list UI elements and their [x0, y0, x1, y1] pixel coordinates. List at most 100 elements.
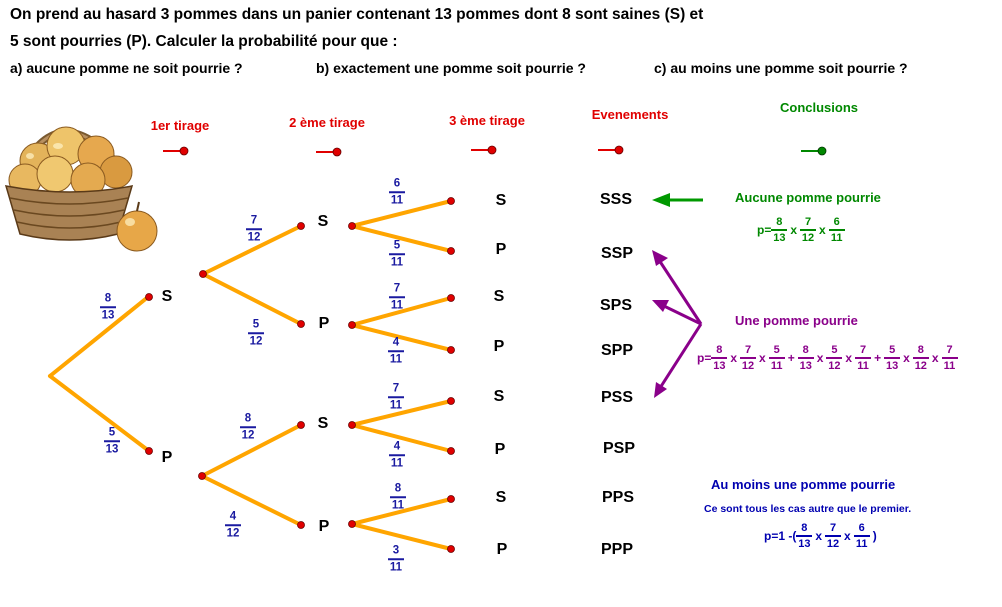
- event-pss: PSS: [600, 389, 634, 406]
- column-header-tirage2: 2 ème tirage: [289, 115, 365, 130]
- tree-node-dot: [348, 321, 356, 329]
- node-label-level3-1: P: [495, 241, 507, 258]
- node-label-level2-3: P: [318, 518, 330, 535]
- apple-basket-illustration: [4, 126, 158, 252]
- arrow-aucune: [652, 193, 703, 207]
- branch-level3-7: [350, 522, 453, 551]
- branch-level2-1: [201, 272, 303, 326]
- tree-node-dot: [447, 397, 455, 405]
- node-label-level3-7: P: [496, 541, 508, 558]
- branch-level3-0: [350, 199, 453, 228]
- branch-level1-P: [48, 374, 151, 453]
- branch-level2-3: [200, 474, 303, 527]
- conclusion-au-moins-subtitle: Ce sont tous les cas autre que le premie…: [704, 503, 912, 515]
- question-c: c) au moins une pomme soit pourrie ?: [654, 60, 908, 76]
- tree-node-dot: [297, 320, 305, 328]
- tree-node-dot: [297, 222, 305, 230]
- question-a: a) aucune pomme ne soit pourrie ?: [10, 60, 243, 76]
- tree-node-dot: [447, 495, 455, 503]
- node-label-level3-3: P: [493, 338, 505, 355]
- tree-node-dot: [297, 421, 305, 429]
- branch-level3-2: [350, 296, 453, 327]
- tree-node-dot: [447, 545, 455, 553]
- event-pps: PPS: [601, 489, 635, 506]
- branch-level3-1: [350, 224, 453, 253]
- column-header-evenements: Evenements: [591, 107, 669, 122]
- tree-node-dot: [447, 346, 455, 354]
- event-spp: SPP: [600, 342, 634, 359]
- branch-level2-0: [201, 224, 303, 276]
- tree-node-dot: [145, 293, 153, 301]
- event-ppp: PPP: [600, 541, 634, 558]
- tree-node-dot: [348, 222, 356, 230]
- tree-node-dot: [447, 247, 455, 255]
- problem-statement-line2: 5 sont pourries (P). Calculer la probabi…: [10, 33, 398, 50]
- branch-level3-6: [350, 497, 453, 526]
- event-psp: PSP: [602, 440, 636, 457]
- node-label-level2-2: S: [317, 415, 329, 432]
- branch-level3-4: [350, 399, 453, 427]
- tree-node-dot: [199, 270, 207, 278]
- column-header-tirage1: 1er tirage: [150, 118, 210, 133]
- node-label-level3-6: S: [495, 489, 507, 506]
- event-sss: SSS: [599, 191, 633, 208]
- tree-node-dot: [447, 294, 455, 302]
- branch-level1-S: [48, 295, 150, 378]
- column-header-conclusions: Conclusions: [779, 100, 859, 115]
- tree-node-dot: [297, 521, 305, 529]
- node-label-level1-P: P: [161, 449, 173, 466]
- tree-node-dot: [198, 472, 206, 480]
- column-markers: [163, 145, 827, 157]
- problem-statement-line1: On prend au hasard 3 pommes dans un pani…: [10, 6, 704, 23]
- branch-level3-3: [350, 323, 453, 352]
- event-sps: SPS: [599, 297, 633, 314]
- arrows-une-pomme: [652, 250, 703, 398]
- tree-node-dot: [348, 520, 356, 528]
- event-ssp: SSP: [600, 245, 634, 262]
- column-header-tirage3: 3 ème tirage: [449, 113, 525, 128]
- tree-node-dot: [447, 197, 455, 205]
- tree-node-dot: [145, 447, 153, 455]
- conclusion-aucune-title: Aucune pomme pourrie: [735, 190, 881, 205]
- tree-node-dot: [348, 421, 356, 429]
- question-b: b) exactement une pomme soit pourrie ?: [316, 60, 586, 76]
- node-label-level2-1: P: [318, 315, 330, 332]
- node-label-level3-2: S: [493, 288, 505, 305]
- conclusion-au-moins-title: Au moins une pomme pourrie: [711, 477, 896, 492]
- branch-level2-2: [200, 423, 303, 478]
- branch-level3-5: [350, 423, 453, 453]
- node-label-level3-4: S: [493, 388, 505, 405]
- node-label-level2-0: S: [317, 213, 329, 230]
- node-label-level1-S: S: [161, 288, 173, 305]
- node-label-level3-0: S: [495, 192, 507, 209]
- conclusion-une-title: Une pomme pourrie: [735, 313, 858, 328]
- node-label-level3-5: P: [494, 441, 506, 458]
